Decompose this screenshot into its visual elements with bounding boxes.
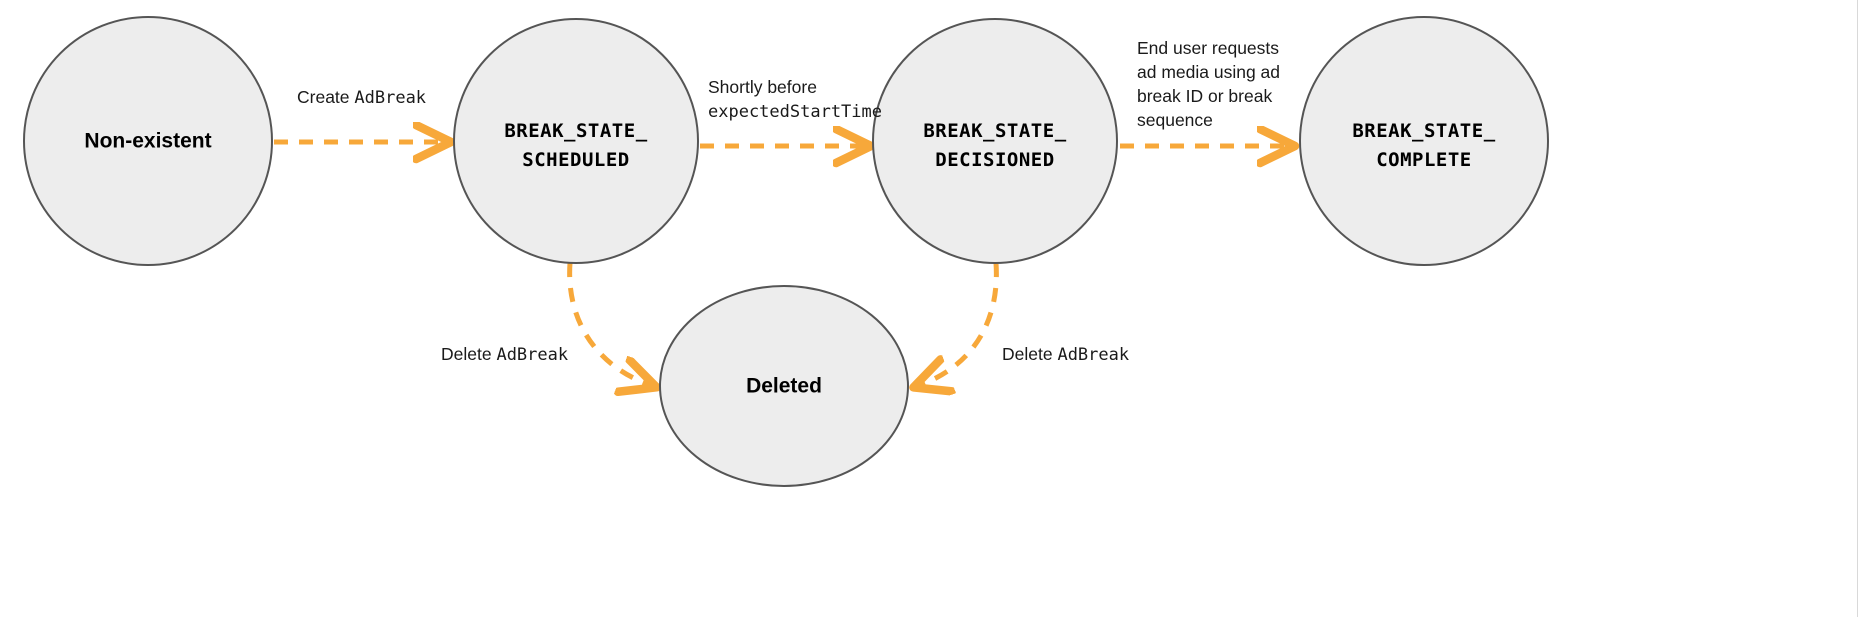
edge-delete-adbreak-from-scheduled <box>567 262 650 385</box>
node-label-break-state-scheduled-line1: BREAK_STATE_ <box>504 120 647 142</box>
state-node-deleted[interactable]: Deleted <box>659 285 909 487</box>
node-shape-break-state-scheduled <box>453 18 699 264</box>
edge-label-create-adbreak: Create AdBreak <box>297 87 426 108</box>
node-label-break-state-decisioned-line1: BREAK_STATE_ <box>923 120 1066 142</box>
edge-label-shortly-before-line1: Shortly before <box>708 77 817 97</box>
edge-label-delete-left: Delete AdBreak <box>441 344 568 365</box>
edge-label-delete-adbreak-from-decisioned: Delete AdBreak <box>1002 344 1129 365</box>
node-shape-break-state-complete <box>1299 16 1549 266</box>
node-group: Non-existent BREAK_STATE_ SCHEDULED BREA… <box>23 16 1549 487</box>
node-label-break-state-scheduled-line2: SCHEDULED <box>522 149 629 171</box>
edge-label-end-user-requests-ad-media: End user requests ad media using ad brea… <box>1137 38 1280 130</box>
node-label-break-state-complete-line1: BREAK_STATE_ <box>1352 120 1495 142</box>
edge-label-end-user-line3: break ID or break <box>1137 86 1272 106</box>
state-node-break-state-scheduled[interactable]: BREAK_STATE_ SCHEDULED <box>453 18 699 264</box>
state-node-break-state-complete[interactable]: BREAK_STATE_ COMPLETE <box>1299 16 1549 266</box>
node-label-non-existent: Non-existent <box>84 130 211 153</box>
edge-label-end-user-line4: sequence <box>1137 110 1213 130</box>
edge-label-shortly-before-expected-start-time: Shortly before expectedStartTime <box>708 77 882 122</box>
edge-label-run-mono: AdBreak <box>496 345 568 365</box>
node-label-deleted: Deleted <box>746 375 822 398</box>
edge-label-end-user-line2: ad media using ad <box>1137 62 1280 82</box>
edge-label-run-sans: Create <box>297 87 354 107</box>
edge-label-end-user-line1: End user requests <box>1137 38 1279 58</box>
edge-group <box>274 142 1288 385</box>
state-node-non-existent[interactable]: Non-existent <box>23 16 273 266</box>
edge-label-group: Create AdBreak Shortly before expectedSt… <box>297 38 1280 365</box>
node-label-break-state-decisioned-line2: DECISIONED <box>935 149 1054 171</box>
edge-label-expected-start-time-line2: expectedStartTime <box>708 102 882 122</box>
edge-label-run-mono: AdBreak <box>354 88 426 108</box>
edge-label-run-sans: Delete <box>441 344 496 364</box>
edge-label-create-adbreak-line1: Create AdBreak <box>297 87 426 108</box>
edge-label-delete-adbreak-from-scheduled: Delete AdBreak <box>441 344 568 365</box>
state-node-break-state-decisioned[interactable]: BREAK_STATE_ DECISIONED <box>872 18 1118 264</box>
node-shape-deleted <box>659 285 909 487</box>
node-shape-break-state-decisioned <box>872 18 1118 264</box>
edge-delete-adbreak-from-decisioned <box>920 262 999 385</box>
edge-label-run-mono: AdBreak <box>1057 345 1129 365</box>
edge-label-run-sans: Delete <box>1002 344 1057 364</box>
node-label-break-state-complete-line2: COMPLETE <box>1376 149 1472 171</box>
edge-label-delete-right: Delete AdBreak <box>1002 344 1129 365</box>
node-shape-non-existent <box>23 16 273 266</box>
